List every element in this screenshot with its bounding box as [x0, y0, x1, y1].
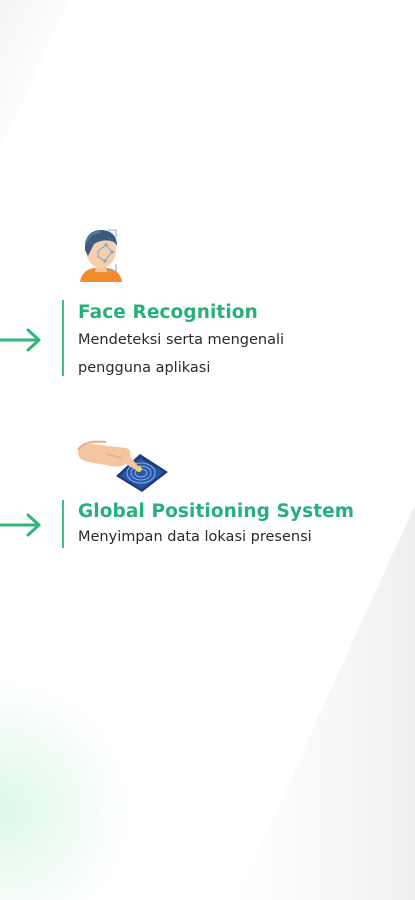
feature-gps: Global Positioning System Menyimpan data… — [62, 500, 407, 548]
feature-title: Global Positioning System — [78, 501, 355, 522]
feature-title: Face Recognition — [78, 302, 258, 323]
feature-description: Mendeteksi serta mengenali — [78, 332, 285, 348]
arrow-right-icon — [0, 328, 41, 352]
feature-description: pengguna aplikasi — [78, 360, 211, 376]
fingerprint-scan-illustration — [77, 440, 168, 492]
arrow-right-icon — [0, 513, 41, 537]
feature-description: Menyimpan data lokasi presensi — [78, 529, 312, 545]
face-scan-illustration — [80, 229, 122, 282]
feature-face-recognition: Face Recognition Mendeteksi serta mengen… — [62, 300, 407, 376]
